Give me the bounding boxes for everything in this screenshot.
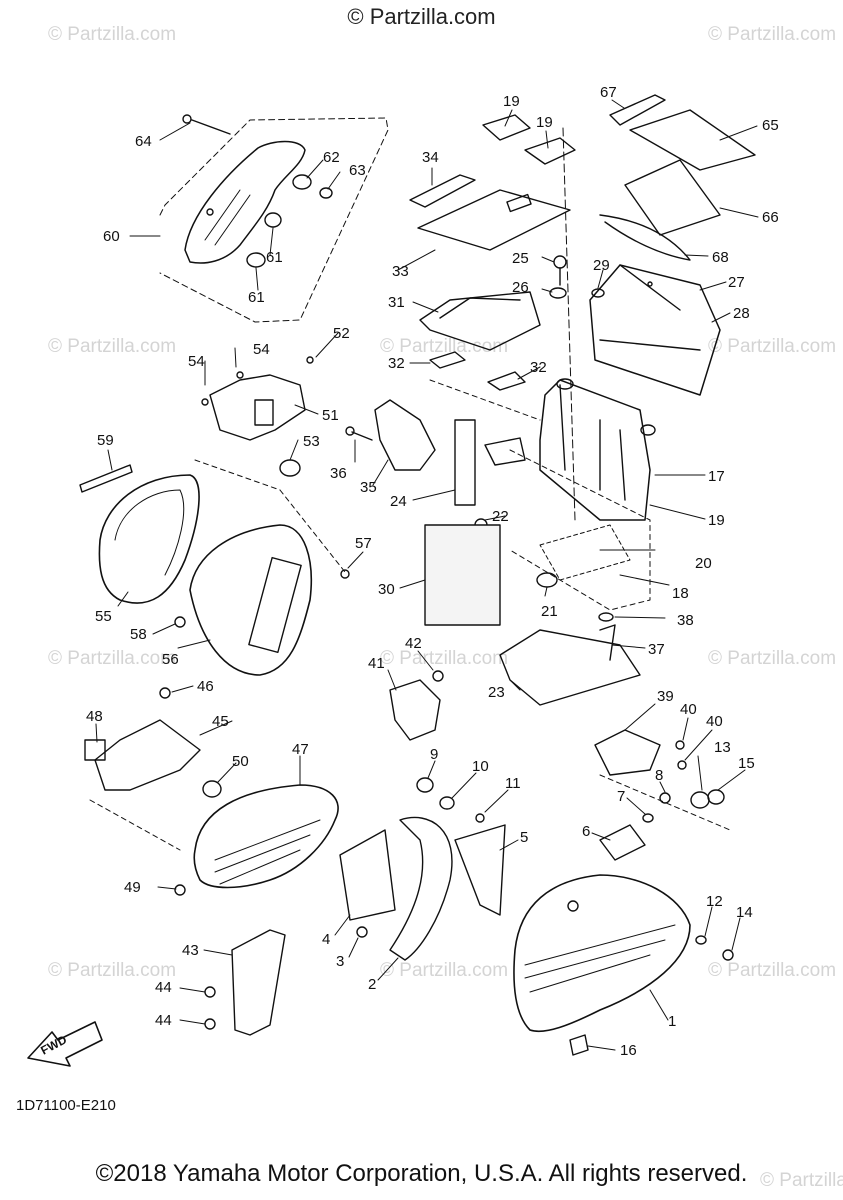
watermark: © Partzilla.com <box>48 648 177 669</box>
callout-47: 47 <box>292 741 309 758</box>
callout-20: 20 <box>695 555 712 572</box>
watermark: © Partzilla.com <box>380 960 509 981</box>
callout-28: 28 <box>733 305 750 322</box>
callout-8: 8 <box>655 767 663 784</box>
callout-19: 19 <box>536 114 553 131</box>
callout-49: 49 <box>124 879 141 896</box>
watermark: © Partzilla.com <box>708 24 837 45</box>
callout-60: 60 <box>103 228 120 245</box>
watermark: © Partzilla.com <box>708 648 837 669</box>
callout-1: 1 <box>668 1013 676 1030</box>
left-side-cover-group <box>79 356 350 676</box>
battery-box-group <box>345 94 756 706</box>
callout-23: 23 <box>488 684 505 701</box>
callout-11: 11 <box>505 775 521 792</box>
callout-40: 40 <box>706 713 723 730</box>
callout-64: 64 <box>135 133 152 150</box>
callout-56: 56 <box>162 651 179 668</box>
callout-5: 5 <box>520 829 528 846</box>
callout-13: 13 <box>714 739 731 756</box>
callout-39: 39 <box>657 688 674 705</box>
callout-14: 14 <box>736 904 753 921</box>
lower-cover-group <box>27 670 734 1067</box>
callout-52: 52 <box>333 325 350 342</box>
callout-54: 54 <box>188 353 205 370</box>
callout-67: 67 <box>600 84 617 101</box>
callout-19: 19 <box>708 512 725 529</box>
callout-labels: 64 62 63 60 61 61 34 19 19 67 65 66 68 3… <box>86 84 779 1059</box>
watermark: © Partzilla. <box>760 1170 843 1191</box>
callout-40: 40 <box>680 701 697 718</box>
callout-53: 53 <box>303 433 320 450</box>
watermark: © Partzilla.com <box>380 336 509 357</box>
callout-32: 32 <box>388 355 405 372</box>
callout-19: 19 <box>503 93 520 110</box>
watermark: © Partzilla.com <box>48 336 177 357</box>
callout-63: 63 <box>349 162 366 179</box>
watermark: © Partzilla.com <box>48 960 177 981</box>
callout-15: 15 <box>738 755 755 772</box>
watermark: © Partzilla.com <box>708 336 837 357</box>
callout-55: 55 <box>95 608 112 625</box>
callout-12: 12 <box>706 893 723 910</box>
callout-4: 4 <box>322 931 330 948</box>
watermark: © Partzilla.com <box>380 648 509 669</box>
callout-9: 9 <box>430 746 438 763</box>
callout-32: 32 <box>530 359 547 376</box>
callout-61: 61 <box>248 289 265 306</box>
callout-6: 6 <box>582 823 590 840</box>
callout-65: 65 <box>762 117 779 134</box>
watermark: © Partzilla.com <box>708 960 837 981</box>
callout-44: 44 <box>155 979 172 996</box>
callout-57: 57 <box>355 535 372 552</box>
side-cover-rear-group <box>159 114 389 323</box>
callout-33: 33 <box>392 263 409 280</box>
callout-45: 45 <box>212 713 229 730</box>
callout-58: 58 <box>130 626 147 643</box>
callout-21: 21 <box>541 603 558 620</box>
callout-10: 10 <box>472 758 489 775</box>
leader-lines <box>89 99 759 1051</box>
callout-17: 17 <box>708 468 725 485</box>
callout-48: 48 <box>86 708 103 725</box>
callout-22: 22 <box>492 508 509 525</box>
callout-18: 18 <box>672 585 689 602</box>
callout-24: 24 <box>390 493 407 510</box>
callout-51: 51 <box>322 407 339 424</box>
callout-38: 38 <box>677 612 694 629</box>
diagram-reference-code: 1D71100-E210 <box>16 1097 116 1114</box>
callout-41: 41 <box>368 655 385 672</box>
callout-46: 46 <box>197 678 214 695</box>
callout-50: 50 <box>232 753 249 770</box>
callout-3: 3 <box>336 953 344 970</box>
page-header: © Partzilla.com <box>347 4 496 29</box>
callout-27: 27 <box>728 274 745 291</box>
callout-59: 59 <box>97 432 114 449</box>
callout-42: 42 <box>405 635 422 652</box>
callout-16: 16 <box>620 1042 637 1059</box>
callout-29: 29 <box>593 257 610 274</box>
callout-61: 61 <box>266 249 283 266</box>
callout-68: 68 <box>712 249 729 266</box>
callout-36: 36 <box>330 465 347 482</box>
callout-35: 35 <box>360 479 377 496</box>
copyright-footer: ©2018 Yamaha Motor Corporation, U.S.A. A… <box>95 1160 748 1187</box>
callout-26: 26 <box>512 279 529 296</box>
watermark: © Partzilla.com <box>48 24 177 45</box>
callout-2: 2 <box>368 976 376 993</box>
callout-54: 54 <box>253 341 270 358</box>
callout-7: 7 <box>617 788 625 805</box>
callout-30: 30 <box>378 581 395 598</box>
callout-62: 62 <box>323 149 340 166</box>
callout-44: 44 <box>155 1012 172 1029</box>
callout-43: 43 <box>182 942 199 959</box>
callout-37: 37 <box>648 641 665 658</box>
callout-66: 66 <box>762 209 779 226</box>
callout-34: 34 <box>422 149 439 166</box>
callout-31: 31 <box>388 294 405 311</box>
callout-25: 25 <box>512 250 529 267</box>
